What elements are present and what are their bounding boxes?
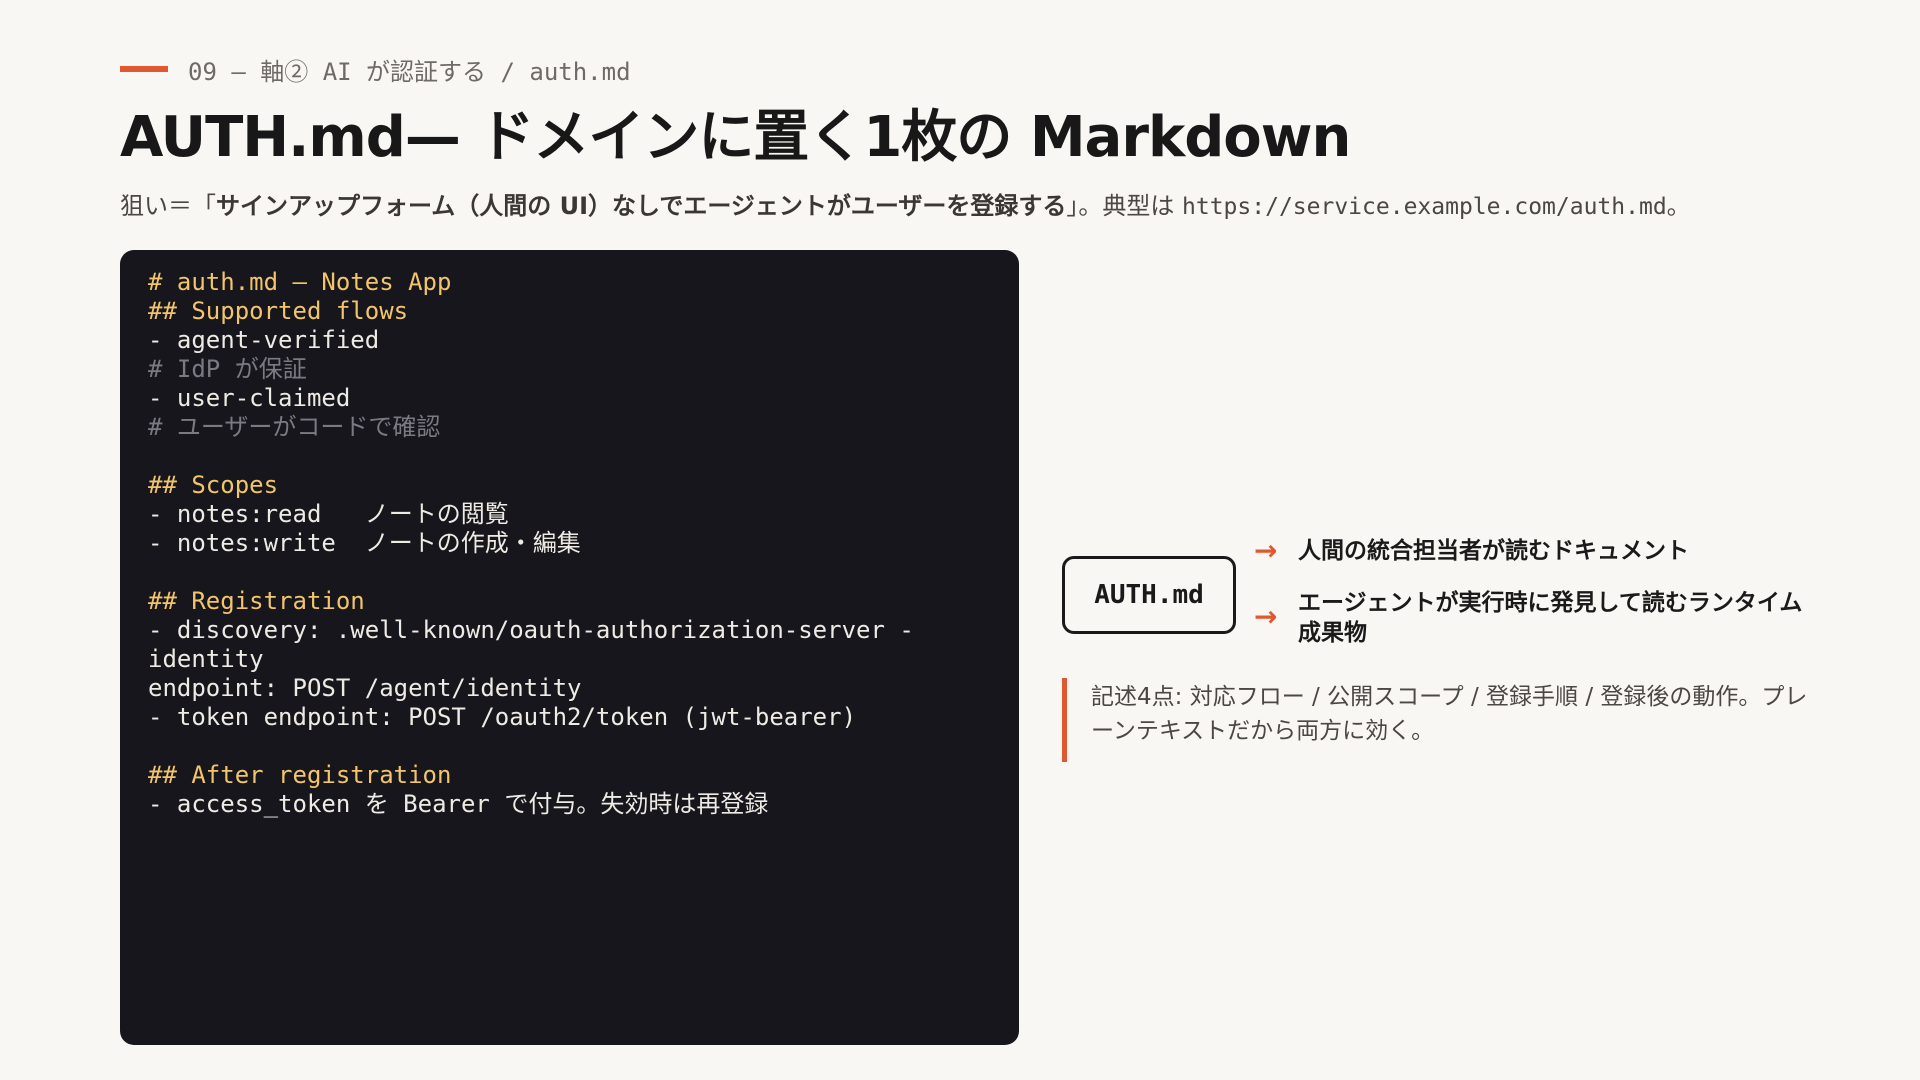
code-heading-line: ## Supported flows bbox=[148, 297, 409, 325]
code-heading-line: ## Scopes bbox=[148, 471, 279, 499]
code-line: - discovery: .well-known/oauth-authoriza… bbox=[148, 616, 914, 644]
code-blank-line bbox=[148, 732, 991, 761]
subtitle-mid: 」。典型は bbox=[1066, 192, 1183, 220]
arrow-item-runtime-artifact: → エージェントが実行時に発見して読むランタイム成果物 bbox=[1254, 588, 1818, 648]
code-line: identity bbox=[148, 645, 264, 673]
code-blank-line bbox=[148, 558, 991, 587]
code-line: - token endpoint: POST /oauth2/token (jw… bbox=[148, 703, 857, 731]
accent-bar bbox=[120, 66, 168, 72]
arrow-item-human-docs: → 人間の統合担当者が読むドキュメント bbox=[1254, 536, 1818, 566]
code-comment-line: # ユーザーがコードで確認 bbox=[148, 413, 441, 441]
code-blank-line bbox=[148, 442, 991, 471]
code-comment-line: # IdP が保証 bbox=[148, 355, 307, 383]
arrow-right-icon: → bbox=[1254, 600, 1278, 633]
subtitle-suffix: 。 bbox=[1666, 192, 1691, 220]
eyebrow: 09 — 軸② AI が認証する / auth.md bbox=[120, 52, 631, 86]
eyebrow-text: 09 — 軸② AI が認証する / auth.md bbox=[188, 57, 631, 86]
subtitle-strong: サインアップフォーム（人間の UI）なしでエージェントがユーザーを登録する bbox=[216, 192, 1067, 220]
code-line: - notes:read ノートの閲覧 bbox=[148, 500, 509, 528]
page-title: AUTH.md— ドメインに置く1枚の Markdown bbox=[120, 105, 1351, 170]
arrow-right-icon: → bbox=[1254, 534, 1278, 567]
subtitle: 狙い＝「サインアップフォーム（人間の UI）なしでエージェントがユーザーを登録す… bbox=[120, 186, 1691, 221]
code-line: - notes:write ノートの作成・編集 bbox=[148, 529, 581, 557]
code-panel: # auth.md — Notes App## Supported flows-… bbox=[120, 250, 1019, 1045]
subtitle-prefix: 狙い＝「 bbox=[120, 192, 216, 220]
code-heading-line: # auth.md — Notes App bbox=[148, 268, 452, 296]
arrow-target-text: エージェントが実行時に発見して読むランタイム成果物 bbox=[1298, 590, 1803, 646]
auth-md-box: AUTH.md bbox=[1062, 556, 1236, 634]
code-heading-line: ## After registration bbox=[148, 761, 452, 789]
code-line: - access_token を Bearer で付与。失効時は再登録 bbox=[148, 790, 769, 818]
arrow-target-text: 人間の統合担当者が読むドキュメント bbox=[1298, 538, 1689, 564]
code-heading-line: ## Registration bbox=[148, 587, 365, 615]
code-line: - user-claimed bbox=[148, 384, 351, 412]
code-line: endpoint: POST /agent/identity bbox=[148, 674, 582, 702]
code-line: - agent-verified bbox=[148, 326, 380, 354]
subtitle-url: https://service.example.com/auth.md bbox=[1182, 194, 1667, 220]
note-callout: 記述4点: 対応フロー / 公開スコープ / 登録手順 / 登録後の動作。プレー… bbox=[1062, 678, 1822, 762]
